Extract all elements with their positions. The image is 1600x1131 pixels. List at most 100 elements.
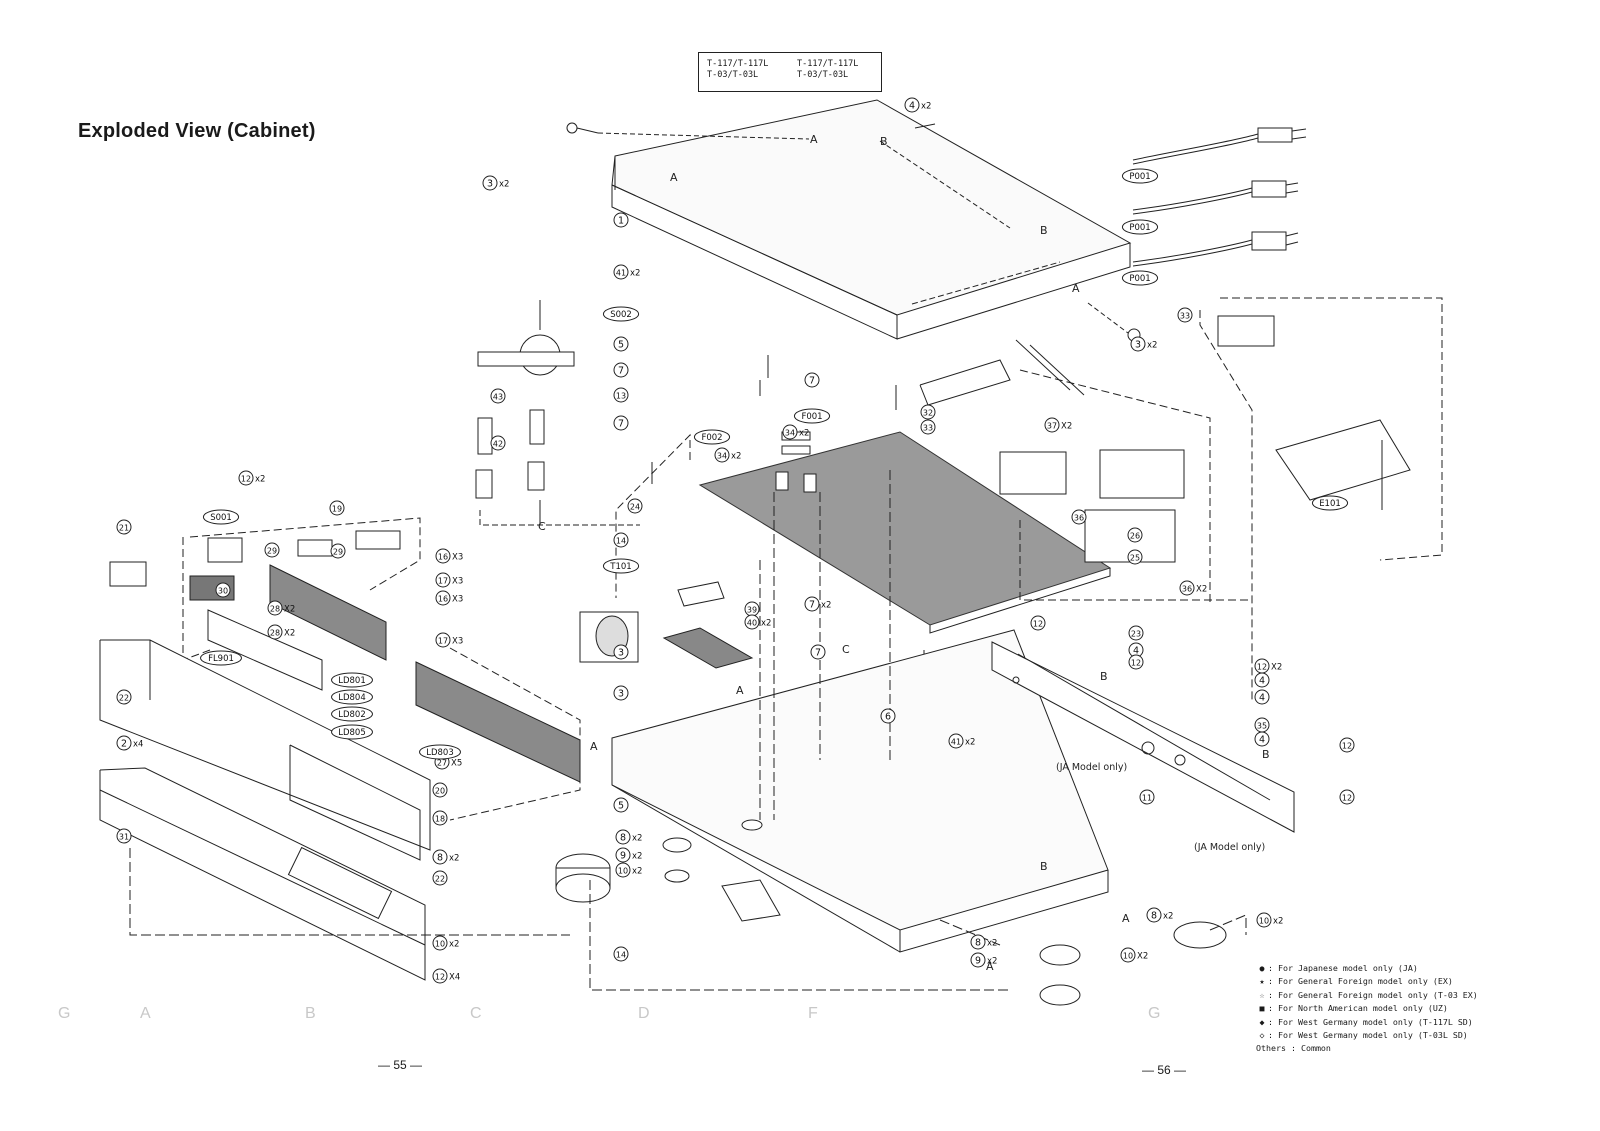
- model-col-left: T-117/T-117L T-03/T-03L: [707, 59, 768, 81]
- legend-symbol: ◆: [1259, 1016, 1265, 1027]
- callout-number: 12: [1342, 794, 1352, 803]
- callout-number: 7: [618, 366, 624, 377]
- power-cords: [1132, 127, 1307, 267]
- callout-1: 1: [613, 212, 629, 228]
- callout-circle: [1071, 509, 1087, 525]
- callout-circle: [613, 532, 629, 548]
- callout-number: 3: [618, 689, 624, 700]
- callout-8: 8 x2: [1146, 907, 1173, 923]
- callout-number: 31: [119, 833, 129, 842]
- callout-number: 7: [809, 376, 815, 387]
- callout-number: 8: [620, 833, 626, 844]
- part-label-text: F001: [801, 412, 822, 422]
- callout-quantity: x2: [1163, 912, 1173, 922]
- legend-text: : For General Foreign model only (EX): [1268, 976, 1453, 987]
- callout-circle: [116, 519, 132, 535]
- part-label-text: F002: [701, 433, 722, 443]
- callout-circle: [432, 870, 448, 886]
- part-label-text: P001: [1129, 274, 1150, 284]
- legend-row: ●: For Japanese model only (JA): [1256, 962, 1478, 975]
- callout-42: 42: [490, 435, 506, 451]
- callout-number: 3: [618, 648, 624, 659]
- callout-quantity: x2: [821, 601, 831, 611]
- callout-number: 12: [1342, 742, 1352, 751]
- callout-33: 33: [920, 419, 936, 435]
- part-label-ld805: LD805: [331, 724, 373, 740]
- grid-letter: C: [470, 1005, 482, 1022]
- callout-number: 28: [270, 629, 280, 638]
- callout-circle: [1254, 689, 1270, 705]
- callout-number: 19: [332, 505, 342, 514]
- part-label-text: P001: [1129, 223, 1150, 233]
- callout-number: 7: [809, 600, 815, 611]
- callout-circle: [613, 336, 629, 352]
- callout-quantity: X2: [1196, 585, 1207, 595]
- legend-row: ☆: For General Foreign model only (T-03 …: [1256, 989, 1478, 1002]
- callout-5: 5: [613, 797, 629, 813]
- reference-letter: B: [880, 135, 888, 148]
- callout-quantity: X2: [1271, 663, 1282, 673]
- callout-circle: [435, 572, 451, 588]
- callout-number: 27: [437, 759, 447, 768]
- part-label-outline: [793, 408, 831, 424]
- callout-circle: [116, 689, 132, 705]
- callout-quantity: x2: [731, 452, 741, 462]
- callout-circle: [1030, 615, 1046, 631]
- callout-circle: [267, 600, 283, 616]
- callout-circle: [613, 946, 629, 962]
- callout-number: 8: [975, 938, 981, 949]
- top-cover: [611, 99, 1132, 340]
- callout-number: 20: [435, 787, 445, 796]
- reference-letter: C: [538, 520, 546, 533]
- callout-circle: [1128, 625, 1144, 641]
- callout-number: 8: [1151, 911, 1157, 922]
- callout-3: 3 x2: [1130, 336, 1157, 352]
- part-label-text: LD805: [338, 728, 366, 738]
- reference-letter: B: [1100, 670, 1108, 683]
- callout-29: 29: [264, 542, 280, 558]
- callout-14: 14: [613, 946, 629, 962]
- callout-7: 7: [613, 415, 629, 431]
- callout-12: 12: [1339, 737, 1355, 753]
- legend-row: ■: For North American model only (UZ): [1256, 1002, 1478, 1015]
- part-label-outline: [200, 650, 242, 666]
- group-frames: [182, 297, 1443, 821]
- callout-number: 33: [1180, 312, 1190, 321]
- callout-circle: [432, 782, 448, 798]
- switch-s002-assembly: [475, 300, 640, 526]
- rear-jacks-assembly: [919, 315, 1411, 563]
- callout-circle: [264, 542, 280, 558]
- callout-number: 12: [435, 973, 445, 982]
- callout-number: 3: [1135, 340, 1141, 351]
- callout-number: 12: [1131, 659, 1141, 668]
- part-label-outline: [1121, 270, 1159, 286]
- callout-number: 35: [1257, 722, 1267, 731]
- grid-letter: B: [305, 1005, 316, 1022]
- callout-4: 4: [1254, 672, 1270, 688]
- callout-12: 12: [1030, 615, 1046, 631]
- part-label-outline: [602, 306, 640, 322]
- feet: [555, 819, 1227, 1006]
- callout-circle: [1146, 907, 1162, 923]
- callout-quantity: x2: [799, 429, 809, 439]
- part-label-outline: [331, 706, 373, 722]
- display-pcb: [207, 564, 581, 783]
- callout-7: 7: [613, 362, 629, 378]
- callout-29: 29: [330, 543, 346, 559]
- part-label-outline: [202, 509, 240, 525]
- callout-11: 11: [1139, 789, 1155, 805]
- callout-number: 4: [1259, 735, 1265, 746]
- small-boards: [662, 581, 754, 669]
- part-label-text: E101: [1319, 499, 1341, 509]
- callout-quantity: x2: [1147, 341, 1157, 351]
- callout-circle: [1120, 947, 1136, 963]
- callout-22: 22: [116, 689, 132, 705]
- callout-circle: [948, 733, 964, 749]
